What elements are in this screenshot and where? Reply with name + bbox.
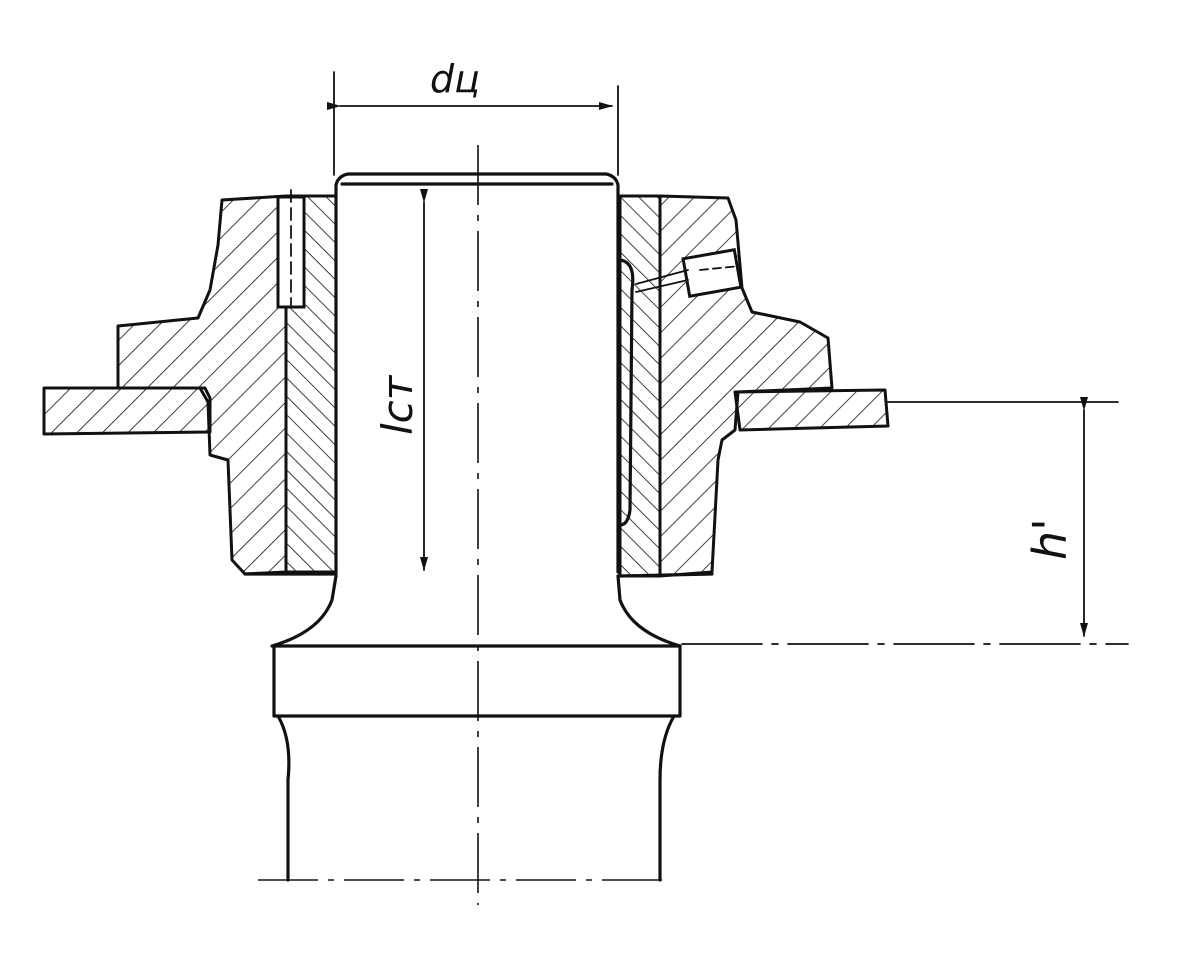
dim-clearance-height-label: h' (1023, 518, 1077, 560)
shaft-left-fillet (270, 574, 338, 648)
left-disc-flange (42, 386, 212, 436)
dim-hub-length-label: lст (373, 374, 422, 435)
shaft-right-fillet (616, 574, 682, 648)
shaft-lower-outline (276, 714, 291, 882)
shaft-collar (272, 644, 682, 718)
right-hub-section (658, 194, 834, 578)
left-hub-section (116, 194, 288, 576)
right-disc-flange (733, 388, 890, 432)
shaft-top-outline (334, 172, 620, 574)
dim-shaft-diameter-label: dц (430, 57, 480, 101)
set-screw (681, 248, 743, 298)
